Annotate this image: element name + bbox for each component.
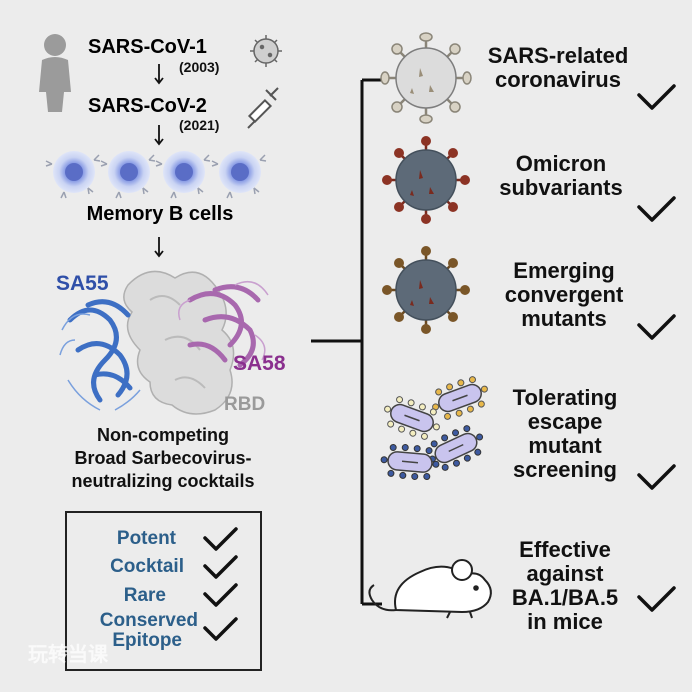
right-item-3-line2: convergent xyxy=(504,282,624,307)
check-icons-box xyxy=(203,527,238,641)
right-item-2: Omicron subvariants xyxy=(486,152,636,200)
year1-label: (2003) xyxy=(179,59,220,75)
arrow-down-2 xyxy=(154,125,164,146)
cocktail-line1: Non-competing xyxy=(97,425,229,445)
right-item-1-line1: SARS-related xyxy=(487,43,629,68)
rbd-surface xyxy=(123,270,235,415)
convergent-virus-icon xyxy=(382,246,470,334)
right-item-3-line3: mutants xyxy=(521,306,607,331)
right-item-5-line1: Effective xyxy=(519,537,611,562)
arrow-down-1 xyxy=(154,64,164,85)
cocktail-line3: neutralizing cocktails xyxy=(71,471,255,491)
right-item-5-line2: against xyxy=(526,561,604,586)
virus2-label: SARS-CoV-2 xyxy=(88,95,207,117)
box-item-epitope: Epitope xyxy=(112,630,182,651)
sa55-ribbon xyxy=(67,299,133,403)
b-cell-icons xyxy=(45,151,267,199)
arrow-down-3 xyxy=(154,237,164,258)
syringe-icon xyxy=(247,87,279,129)
sa55-label: SA55 xyxy=(56,272,109,295)
small-virus-icon xyxy=(250,35,282,67)
right-item-2-line2: subvariants xyxy=(499,175,623,200)
right-item-5: Effective against BA.1/BA.5 in mice xyxy=(490,538,640,634)
sars-virus-icon xyxy=(380,32,472,124)
box-item-potent: Potent xyxy=(116,528,176,549)
memory-b-cells-label: Memory B cells xyxy=(86,203,234,225)
mouse-icon xyxy=(368,559,492,619)
right-item-4-line4: screening xyxy=(513,457,617,482)
pseudovirus-icons xyxy=(380,376,488,481)
right-item-5-line4: in mice xyxy=(527,609,603,634)
feature-box xyxy=(65,511,262,671)
connector-tree xyxy=(311,78,382,606)
omicron-virus-icon xyxy=(382,136,470,224)
right-item-3: Emerging convergent mutants xyxy=(486,259,642,331)
right-item-5-line3: BA.1/BA.5 xyxy=(511,585,619,610)
protein-structure xyxy=(59,270,269,415)
sa58-label: SA58 xyxy=(233,352,286,375)
check-icons-right xyxy=(637,84,676,612)
year2-label: (2021) xyxy=(179,117,220,133)
right-item-1: SARS-related coronavirus xyxy=(478,44,638,92)
right-item-1-line2: coronavirus xyxy=(495,67,621,92)
right-item-4-line3: mutant xyxy=(528,433,602,458)
rbd-label: RBD xyxy=(224,394,266,415)
right-item-4-line1: Tolerating xyxy=(512,385,618,410)
virus1-label: SARS-CoV-1 xyxy=(88,36,207,58)
cocktail-line2: Broad Sarbecovirus- xyxy=(74,448,252,468)
cocktail-description: Non-competing Broad Sarbecovirus- neutra… xyxy=(40,424,286,493)
right-item-4: Tolerating escape mutant screening xyxy=(490,386,640,482)
sa58-ribbon xyxy=(187,284,261,368)
right-item-2-line1: Omicron xyxy=(515,151,607,176)
right-item-4-line2: escape xyxy=(527,409,603,434)
right-item-3-line1: Emerging xyxy=(513,258,615,283)
box-item-conserved: Conserved xyxy=(99,610,198,631)
watermark: 玩转当课 xyxy=(28,642,108,666)
box-item-rare: Rare xyxy=(123,585,166,606)
box-item-cocktail: Cocktail xyxy=(110,556,184,577)
person-icon xyxy=(39,34,71,112)
